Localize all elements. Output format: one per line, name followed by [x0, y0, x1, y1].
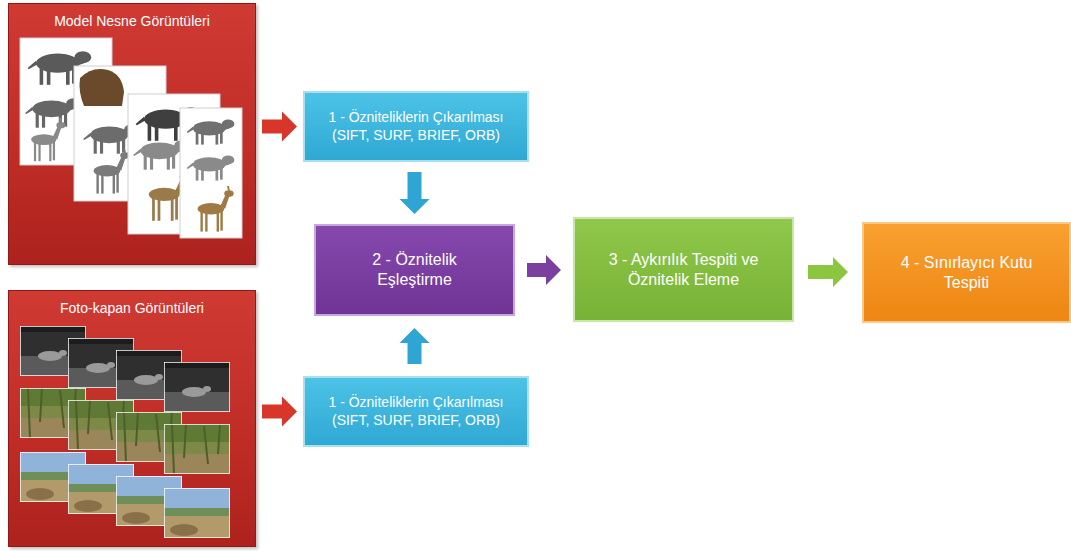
- step-label: 4 - Sınırlayıcı Kutu Tespiti: [877, 253, 1057, 293]
- process-box: 4 - Sınırlayıcı Kutu Tespiti: [862, 222, 1071, 323]
- block-arrow: [400, 172, 430, 214]
- step-label: 1 - Özniteliklerin Çıkarılması (SIFT, SU…: [309, 109, 523, 144]
- block-arrow: [400, 328, 430, 364]
- image-panel: Foto-kapan Görüntüleri: [8, 290, 256, 547]
- block-arrow: [527, 255, 561, 285]
- step-label: 3 - Aykırılık Tespiti ve Öznitelik Eleme: [589, 250, 779, 290]
- block-arrow: [262, 112, 297, 142]
- model-image-collage: [20, 38, 242, 238]
- process-box: 1 - Özniteliklerin Çıkarılması (SIFT, SU…: [303, 91, 529, 162]
- block-arrow: [262, 397, 297, 427]
- process-box: 1 - Özniteliklerin Çıkarılması (SIFT, SU…: [303, 376, 529, 447]
- process-box: 2 - Öznitelik Eşleştirme: [314, 224, 515, 316]
- process-box: 3 - Aykırılık Tespiti ve Öznitelik Eleme: [573, 217, 794, 322]
- panel-heading: Model Nesne Görüntüleri: [54, 13, 210, 31]
- block-arrow: [808, 257, 848, 287]
- step-label: 2 - Öznitelik Eşleştirme: [340, 250, 490, 290]
- panel-heading: Foto-kapan Görüntüleri: [60, 300, 204, 318]
- step-label: 1 - Özniteliklerin Çıkarılması (SIFT, SU…: [309, 394, 523, 429]
- camera-trap-photo-stack: [20, 326, 230, 538]
- image-panel: Model Nesne Görüntüleri: [8, 3, 256, 265]
